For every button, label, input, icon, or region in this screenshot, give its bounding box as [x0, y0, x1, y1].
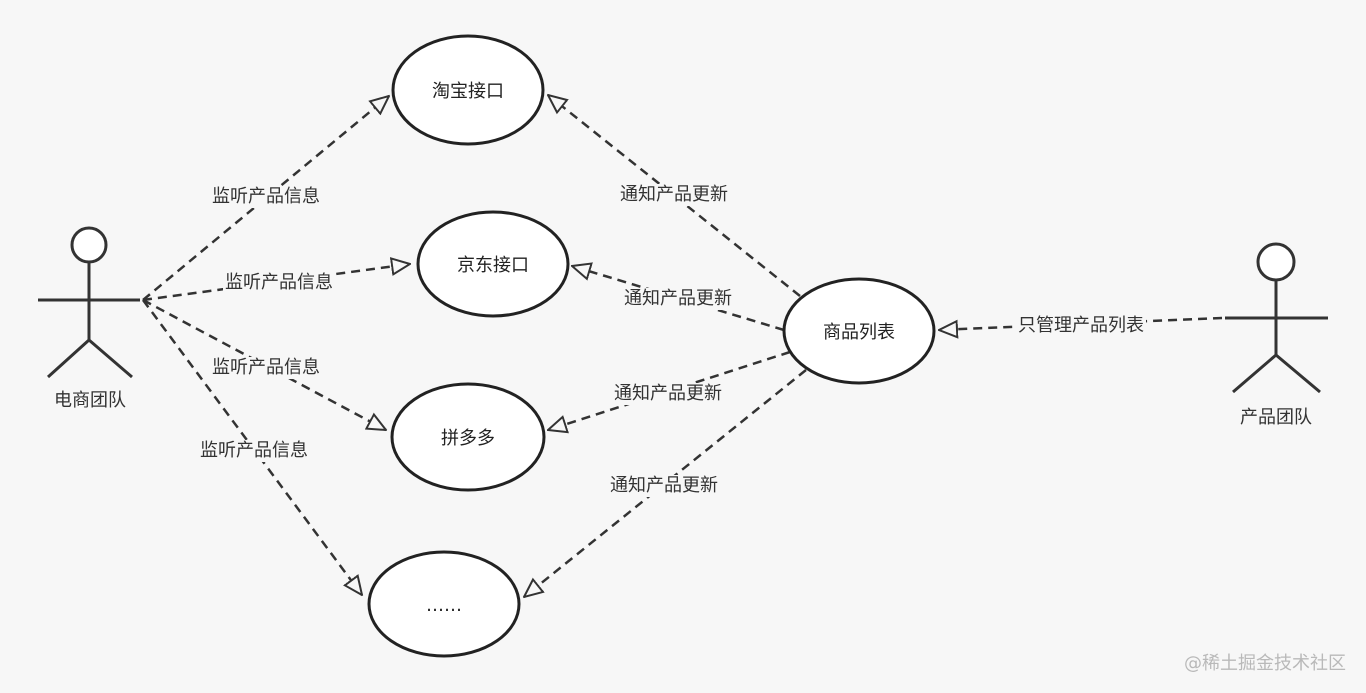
edge-notify-taobao	[548, 95, 801, 297]
edge-label-notify-jd: 通知产品更新	[622, 288, 734, 310]
left-actor-icon	[38, 226, 140, 379]
use-case-jd-label: 京东接口	[457, 255, 529, 276]
use-case-more: ……	[367, 550, 521, 658]
edge-listen-taobao	[142, 96, 389, 301]
edge-label-notify-pdd: 通知产品更新	[612, 383, 724, 405]
use-case-taobao: 淘宝接口	[391, 34, 545, 146]
use-case-pdd: 拼多多	[390, 382, 546, 492]
right-actor-label: 产品团队	[1240, 407, 1312, 428]
edge-label-notify-taobao: 通知产品更新	[618, 184, 730, 206]
use-case-more-label: ……	[426, 595, 462, 616]
edge-label-manage-only: 只管理产品列表	[1016, 315, 1146, 337]
edge-label-notify-more: 通知产品更新	[608, 475, 720, 497]
edge-label-listen-taobao: 监听产品信息	[210, 186, 322, 208]
use-case-jd: 京东接口	[416, 210, 570, 318]
edge-label-listen-pdd: 监听产品信息	[210, 357, 322, 379]
use-case-product-list: 商品列表	[782, 277, 936, 385]
left-actor-label: 电商团队	[54, 390, 126, 411]
use-case-taobao-label: 淘宝接口	[432, 81, 504, 102]
watermark: @稀土掘金技术社区	[1184, 653, 1346, 674]
use-case-pdd-label: 拼多多	[441, 428, 495, 449]
edge-label-listen-jd: 监听产品信息	[223, 272, 335, 294]
right-actor-icon	[1225, 242, 1328, 394]
edge-label-listen-more: 监听产品信息	[198, 440, 310, 462]
use-case-product-list-label: 商品列表	[823, 322, 895, 343]
